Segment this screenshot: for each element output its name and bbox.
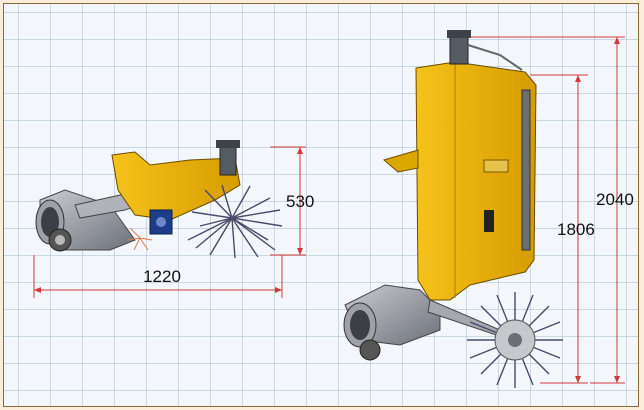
length-label: 1220: [143, 267, 181, 286]
height-inner-label: 1806: [557, 220, 595, 239]
dimension-length: 1220: [33, 255, 283, 298]
side-small-brush: [127, 227, 153, 251]
dimension-height-inner: 1806: [530, 74, 595, 384]
dimension-height-side: 530: [270, 146, 314, 256]
height-total-label: 2040: [596, 190, 634, 209]
front-view-machine: [343, 30, 563, 388]
height-side-label: 530: [286, 192, 314, 211]
dimension-height-total: 2040: [470, 36, 634, 384]
side-view-machine: [35, 140, 283, 259]
side-brush: [187, 184, 283, 259]
